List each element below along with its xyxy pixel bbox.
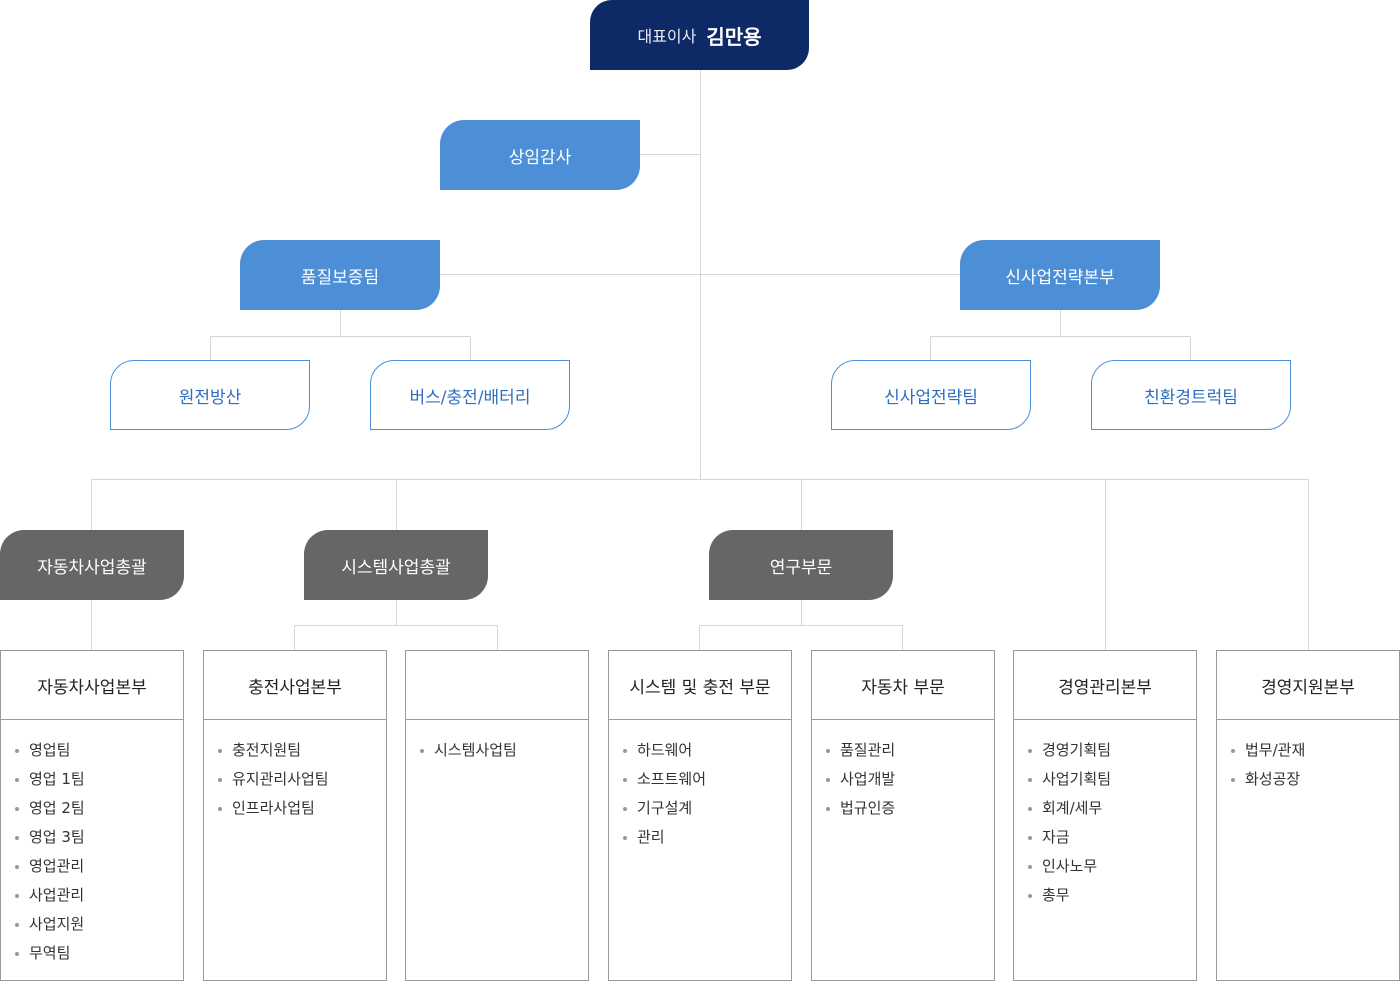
- list-item: 충전지원팀: [214, 736, 386, 765]
- department-items: 충전지원팀 유지관리사업팀 인프라사업팀: [204, 720, 386, 823]
- quality-child-node: 버스/충전/배터리: [370, 360, 570, 430]
- list-item: 무역팀: [11, 939, 183, 968]
- department-title: 자동차 부문: [812, 651, 994, 720]
- new-biz-child-node: 신사업전략팀: [831, 360, 1031, 430]
- quality-child-node: 원전방산: [110, 360, 310, 430]
- department-box: 충전사업본부 충전지원팀 유지관리사업팀 인프라사업팀: [203, 650, 387, 981]
- list-item: 소프트웨어: [619, 765, 791, 794]
- list-item: 경영기획팀: [1024, 736, 1196, 765]
- list-item: 영업관리: [11, 852, 183, 881]
- list-item: 사업관리: [11, 881, 183, 910]
- department-title: 충전사업본부: [204, 651, 386, 720]
- department-items: 경영기획팀 사업기획팀 회계/세무 자금 인사노무 총무: [1014, 720, 1196, 910]
- list-item: 기구설계: [619, 794, 791, 823]
- list-item: 시스템사업팀: [416, 736, 588, 765]
- new-biz-child-node: 친환경트럭팀: [1091, 360, 1291, 430]
- list-item: 하드웨어: [619, 736, 791, 765]
- list-item: 법규인증: [822, 794, 994, 823]
- department-box: 자동차 부문 품질관리 사업개발 법규인증: [811, 650, 995, 981]
- list-item: 인사노무: [1024, 852, 1196, 881]
- division-node: 자동차사업총괄: [0, 530, 184, 600]
- auditor-node: 상임감사: [440, 120, 640, 190]
- department-box: 경영관리본부 경영기획팀 사업기획팀 회계/세무 자금 인사노무 총무: [1013, 650, 1197, 981]
- ceo-node: 대표이사 김만용: [590, 0, 809, 70]
- list-item: 회계/세무: [1024, 794, 1196, 823]
- list-item: 화성공장: [1227, 765, 1399, 794]
- division-node: 연구부문: [709, 530, 893, 600]
- department-title: [406, 651, 588, 720]
- department-box: 시스템 및 충전 부문 하드웨어 소프트웨어 기구설계 관리: [608, 650, 792, 981]
- list-item: 자금: [1024, 823, 1196, 852]
- list-item: 영업 1팀: [11, 765, 183, 794]
- department-items: 품질관리 사업개발 법규인증: [812, 720, 994, 823]
- list-item: 영업 3팀: [11, 823, 183, 852]
- list-item: 사업개발: [822, 765, 994, 794]
- ceo-title: 대표이사: [637, 27, 697, 46]
- department-items: 법무/관재 화성공장: [1217, 720, 1399, 794]
- department-title: 경영관리본부: [1014, 651, 1196, 720]
- department-title: 경영지원본부: [1217, 651, 1399, 720]
- list-item: 유지관리사업팀: [214, 765, 386, 794]
- division-node: 시스템사업총괄: [304, 530, 488, 600]
- list-item: 법무/관재: [1227, 736, 1399, 765]
- list-item: 인프라사업팀: [214, 794, 386, 823]
- department-items: 영업팀 영업 1팀 영업 2팀 영업 3팀 영업관리 사업관리 사업지원 무역팀: [1, 720, 183, 968]
- list-item: 품질관리: [822, 736, 994, 765]
- quality-team-node: 품질보증팀: [240, 240, 440, 310]
- new-biz-node: 신사업전략본부: [960, 240, 1160, 310]
- department-box: 자동차사업본부 영업팀 영업 1팀 영업 2팀 영업 3팀 영업관리 사업관리 …: [0, 650, 184, 981]
- department-box: 경영지원본부 법무/관재 화성공장: [1216, 650, 1400, 981]
- department-box: 시스템사업팀: [405, 650, 589, 981]
- list-item: 관리: [619, 823, 791, 852]
- list-item: 사업기획팀: [1024, 765, 1196, 794]
- ceo-name: 김만용: [706, 24, 762, 49]
- department-title: 시스템 및 충전 부문: [609, 651, 791, 720]
- list-item: 총무: [1024, 881, 1196, 910]
- department-items: 시스템사업팀: [406, 720, 588, 765]
- list-item: 사업지원: [11, 910, 183, 939]
- department-title: 자동차사업본부: [1, 651, 183, 720]
- list-item: 영업팀: [11, 736, 183, 765]
- department-items: 하드웨어 소프트웨어 기구설계 관리: [609, 720, 791, 852]
- list-item: 영업 2팀: [11, 794, 183, 823]
